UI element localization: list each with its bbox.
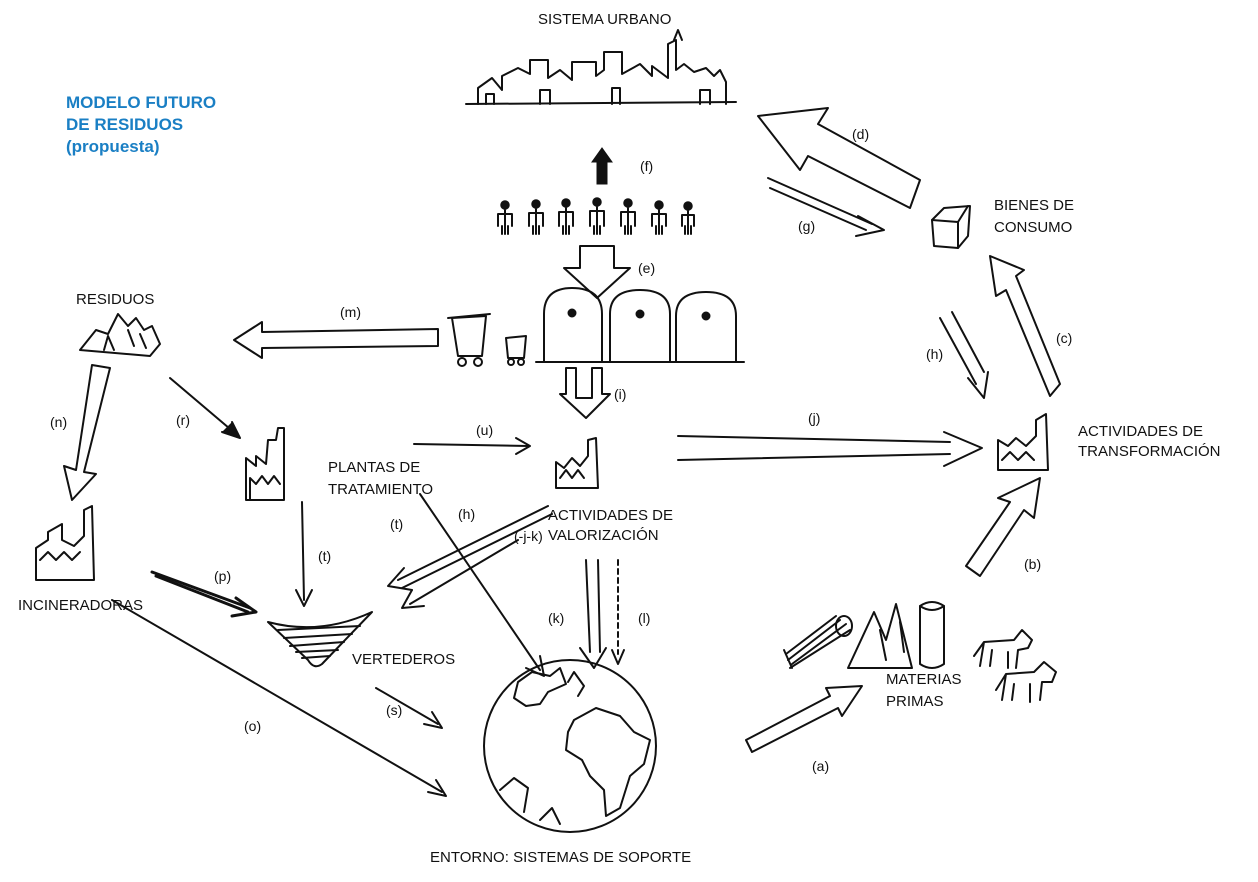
arrow-c-icon	[989, 255, 1061, 397]
flow-label-f: (f)	[640, 158, 654, 174]
arrow-h-upper-icon	[939, 311, 989, 399]
flow-label-l: (l)	[638, 610, 651, 626]
title-line-1: MODELO FUTURO	[66, 93, 217, 112]
arrow-n-icon	[63, 364, 111, 501]
flow-label-t-down: (t)	[318, 548, 332, 564]
flow-label-e: (e)	[638, 260, 656, 276]
arrow-s-icon	[375, 687, 443, 729]
city-skyline-icon	[465, 29, 737, 105]
arrow-j-icon	[677, 431, 983, 467]
flow-label-h-upper: (h)	[926, 346, 944, 362]
label-materias-1: MATERIAS	[886, 671, 962, 688]
factory-icon-plantas	[245, 427, 285, 501]
label-valorizacion-2: VALORIZACIÓN	[548, 527, 659, 544]
arrow-g-icon	[767, 177, 885, 237]
arrow-t-diag-icon	[419, 493, 545, 677]
label-materias-2: PRIMAS	[886, 693, 944, 710]
arrow-jk-icon	[401, 539, 519, 609]
arrow-t-down-icon	[295, 501, 313, 607]
label-transformacion-1: ACTIVIDADES DE	[1078, 423, 1204, 440]
flow-label-i: (i)	[614, 386, 627, 402]
factory-icon-valorizacion	[555, 437, 599, 489]
arrow-o-icon	[111, 599, 447, 797]
label-residuos: RESIDUOS	[76, 291, 155, 308]
arrow-k-icon	[579, 559, 607, 669]
arrow-f-up-icon	[591, 147, 613, 185]
label-entorno: ENTORNO: SISTEMAS DE SOPORTE	[430, 849, 692, 866]
flow-label-s: (s)	[386, 702, 403, 718]
flow-label-r: (r)	[176, 412, 190, 428]
arrow-l-icon	[611, 559, 625, 665]
label-bienes-2: CONSUMO	[994, 219, 1073, 236]
factory-icon-transformacion	[997, 413, 1049, 471]
arrow-i-icon	[559, 367, 611, 419]
waste-pile-icon	[79, 313, 161, 357]
arrow-u-icon	[413, 437, 531, 455]
flow-label-b: (b)	[1024, 556, 1042, 572]
title-line-3: (propuesta)	[66, 137, 160, 156]
flow-label-h-lower: (h)	[458, 506, 476, 522]
flow-label-a: (a)	[812, 758, 830, 774]
diagram-title: MODELO FUTURO DE RESIDUOS (propuesta)	[66, 92, 216, 158]
factory-icon-incineradoras	[35, 505, 95, 581]
label-valorizacion-1: ACTIVIDADES DE	[548, 507, 674, 524]
arrow-p-icon	[150, 570, 258, 618]
people-icon	[497, 197, 695, 235]
arrow-a-icon	[745, 685, 863, 753]
label-plantas-2: TRATAMIENTO	[328, 481, 433, 498]
arrow-r-icon	[169, 377, 241, 439]
flow-label-o: (o)	[244, 718, 262, 734]
flow-label-jk: (-j-k)	[514, 528, 543, 544]
label-transformacion-2: TRANSFORMACIÓN	[1078, 443, 1221, 460]
label-incineradoras: INCINERADORAS	[18, 597, 144, 614]
arrow-h-lower-icon	[387, 505, 553, 591]
landfill-icon	[267, 611, 373, 668]
globe-icon	[483, 659, 657, 833]
arrow-e-icon	[563, 245, 631, 299]
label-plantas-1: PLANTAS DE	[328, 459, 421, 476]
flow-label-k: (k)	[548, 610, 565, 626]
flow-label-c: (c)	[1056, 330, 1073, 346]
title-line-2: DE RESIDUOS	[66, 115, 184, 134]
flow-label-t-diag: (t)	[390, 516, 404, 532]
label-sistema-urbano: SISTEMA URBANO	[538, 11, 672, 28]
arrow-m-icon	[233, 321, 439, 359]
arrow-b-icon	[965, 477, 1041, 577]
flow-label-p: (p)	[214, 568, 232, 584]
flow-label-u: (u)	[476, 422, 494, 438]
flow-label-d: (d)	[852, 126, 870, 142]
consumer-goods-box-icon	[931, 205, 971, 249]
raw-materials-icon	[783, 601, 1057, 703]
label-bienes-1: BIENES DE	[994, 197, 1075, 214]
collection-containers-icon	[447, 287, 745, 367]
flow-label-m: (m)	[340, 304, 361, 320]
flow-label-g: (g)	[798, 218, 816, 234]
label-vertederos: VERTEDEROS	[352, 651, 456, 668]
flow-label-n: (n)	[50, 414, 68, 430]
flow-label-j: (j)	[808, 410, 821, 426]
arrow-d-icon	[757, 107, 921, 209]
